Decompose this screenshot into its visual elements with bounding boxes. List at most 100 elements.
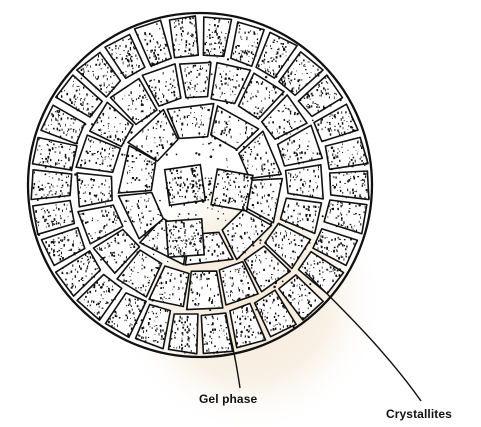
stipple-dot [199,73,200,76]
outer-crystallite-block [33,201,75,235]
stipple-dot [242,157,243,159]
gel-dot [194,244,196,246]
stipple-dot [268,69,269,71]
stipple-dot [182,18,183,20]
stipple-dot [190,243,192,244]
stipple-dot [60,136,62,137]
stipple-dot [133,312,134,315]
stipple-dot [176,324,177,325]
stipple-dot [296,152,297,153]
stipple-dot [313,170,315,173]
stipple-dot [178,49,180,50]
stipple-dot [234,94,235,95]
stipple-dot [307,195,308,197]
stipple-dot [218,174,220,176]
stipple-dot [194,241,195,242]
stipple-dot [328,93,329,94]
stipple-dot [273,239,274,242]
gel-dot [207,207,208,208]
stipple-dot [322,261,323,262]
stipple-dot [109,158,110,159]
stipple-dot [278,269,279,271]
stipple-dot [287,325,289,327]
gel-dot [259,242,260,243]
stipple-dot [249,268,250,270]
stipple-dot [327,253,328,255]
stipple-dot [91,277,93,278]
stipple-dot [125,136,126,139]
stipple-dot [307,299,308,301]
stipple-dot [182,26,183,28]
stipple-dot [142,258,143,260]
stipple-dot [241,36,242,39]
gel-dot [174,240,176,242]
stipple-dot [341,256,343,257]
stipple-dot [48,197,49,198]
stipple-dot [112,53,113,55]
stipple-dot [326,93,328,96]
stipple-dot [229,116,231,118]
stipple-dot [95,110,96,111]
stipple-dot [196,197,197,199]
stipple-dot [126,191,127,193]
stipple-dot [115,210,116,212]
stipple-dot [98,55,99,58]
stipple-dot [215,199,216,201]
stipple-dot [105,211,106,213]
stipple-dot [182,255,184,258]
stipple-dot [151,176,152,179]
center-crystallite-block [166,219,204,257]
stipple-dot [156,317,157,318]
stipple-dot [144,32,146,35]
stipple-dot [88,301,89,303]
stipple-dot [190,88,191,90]
gel-dot [283,49,285,51]
stipple-dot [139,335,141,336]
gel-dot [230,179,231,180]
stipple-dot [115,137,116,138]
stipple-dot [269,67,270,68]
stipple-dot [60,217,61,219]
stipple-dot [125,280,127,282]
stipple-dot [341,118,342,121]
stipple-dot [218,286,219,287]
stipple-dot [272,279,273,280]
stipple-dot [105,64,106,66]
gel-dot [255,309,257,311]
stipple-dot [238,287,239,289]
gel-dot [223,187,225,189]
stipple-dot [216,186,217,188]
stipple-dot [222,53,223,55]
stipple-dot [212,253,214,256]
stipple-dot [315,214,316,216]
stipple-dot [262,187,263,189]
stipple-dot [158,208,160,210]
stipple-dot [87,305,88,306]
stipple-dot [81,279,82,280]
stipple-dot [322,277,323,278]
stipple-dot [192,17,194,20]
stipple-dot [335,114,336,115]
stipple-dot [323,87,325,89]
stipple-dot [150,112,151,114]
stipple-dot [195,175,197,177]
stipple-dot [243,203,245,206]
stipple-dot [191,281,192,283]
stipple-dot [319,148,320,150]
stipple-dot [262,197,263,199]
stipple-dot [288,239,289,240]
stipple-dot [214,346,216,348]
stipple-dot [251,310,252,312]
stipple-dot [212,239,214,241]
stipple-dot [247,282,249,284]
stipple-dot [88,257,89,258]
stipple-dot [361,197,362,199]
gel-dot [184,117,186,119]
stipple-dot [221,83,222,85]
stipple-dot [220,253,221,255]
stipple-dot [173,91,175,93]
stipple-dot [107,302,109,304]
stipple-dot [145,276,146,279]
stipple-dot [196,276,198,278]
stipple-dot [311,72,312,73]
